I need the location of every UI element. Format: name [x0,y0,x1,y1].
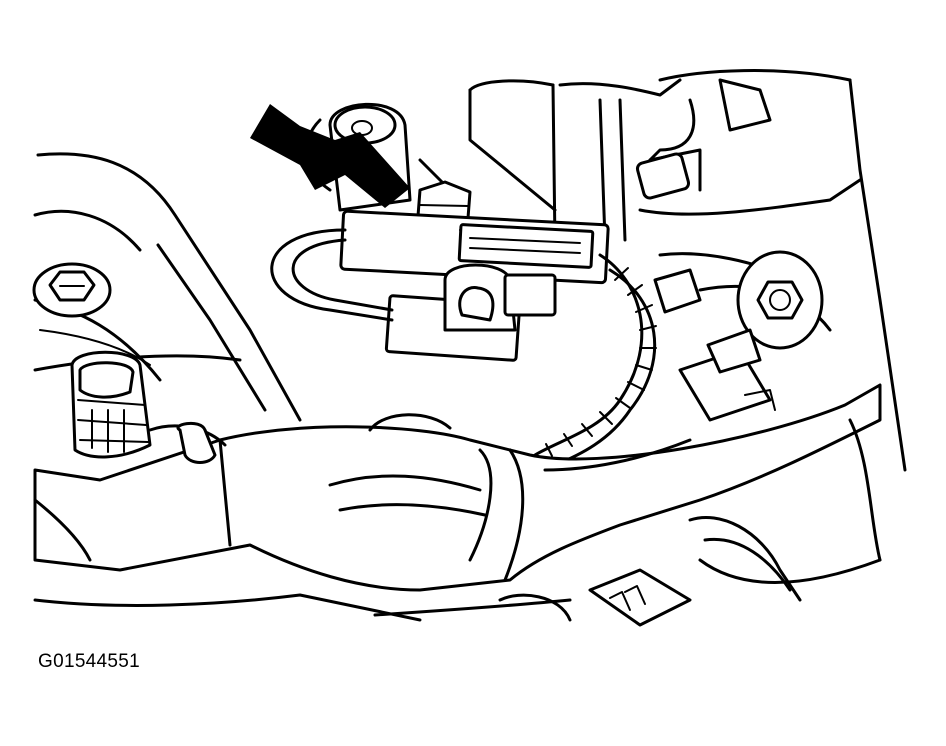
arrow-pointer-icon [250,104,410,208]
right-bolt [736,250,824,350]
wrapped-wire [533,253,657,467]
figure-code-label: G01544551 [38,651,141,672]
lower-details [33,418,882,627]
left-connector [70,350,152,459]
loop-wire [270,228,394,322]
right-connector [653,268,776,422]
main-harness-tube [33,383,882,592]
harness-clip [635,152,691,200]
sensor-connector [339,180,610,285]
lower-plug [384,263,557,362]
left-bolt [32,262,112,318]
